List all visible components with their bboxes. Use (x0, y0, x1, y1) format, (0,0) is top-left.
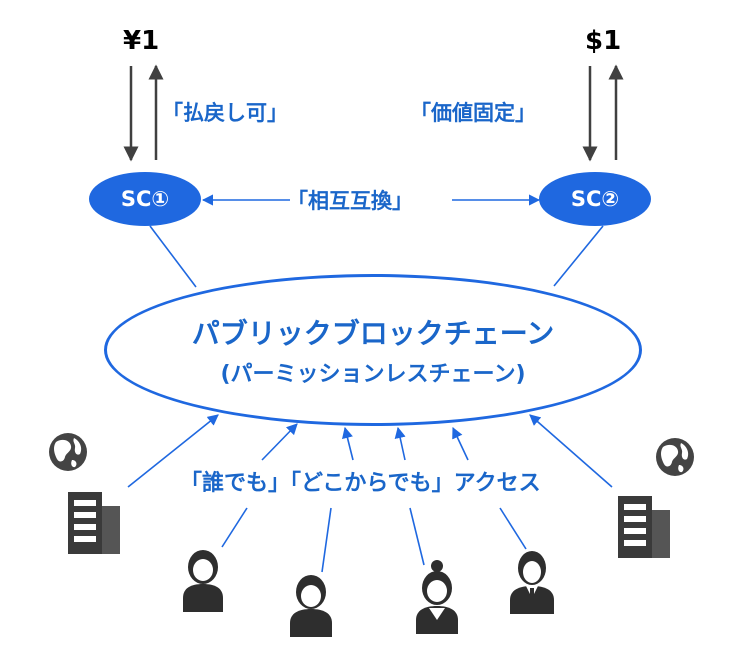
chain-subtitle: (パーミッションレスチェーン) (220, 362, 526, 387)
globe-icon (656, 438, 694, 476)
arrow-access-1 (127, 414, 219, 488)
public-blockchain-node: パブリックブロックチェーン (パーミッションレスチェーン) (104, 274, 642, 426)
person-icon (290, 575, 332, 637)
line-person-4 (499, 507, 527, 550)
dollar-amount: $1 (585, 26, 622, 56)
arrow-access-6 (529, 414, 613, 488)
arrow-access-4 (394, 426, 406, 461)
line-person-3 (409, 507, 425, 566)
building-icon (618, 496, 670, 558)
label-access: 「誰でも」「どこからでも」アクセス (180, 471, 541, 496)
sc1-node: SC① (89, 172, 201, 226)
yen-amount: ¥1 (123, 26, 160, 56)
person-icon (416, 560, 458, 634)
sc2-node: SC② (539, 172, 651, 226)
line-sc1-chain (149, 225, 197, 288)
label-mutual-exchange: 「相互互換」 (287, 189, 413, 213)
arrow-access-2 (261, 423, 298, 461)
globe-icon (49, 433, 87, 471)
line-person-2 (321, 507, 332, 573)
chain-title: パブリックブロックチェーン (191, 317, 555, 350)
person-icon (183, 550, 223, 612)
label-fixed-value: 「価値固定」 (410, 101, 536, 125)
arrow-access-5 (452, 426, 469, 461)
person-icon (510, 551, 554, 614)
arrow-access-3 (342, 426, 354, 461)
line-person-1 (221, 507, 248, 548)
label-refundable: 「払戻し可」 (162, 101, 288, 125)
sc2-label: SC② (570, 187, 620, 211)
sc1-label: SC① (120, 187, 170, 211)
line-sc2-chain (553, 225, 604, 287)
building-icon (68, 492, 120, 554)
